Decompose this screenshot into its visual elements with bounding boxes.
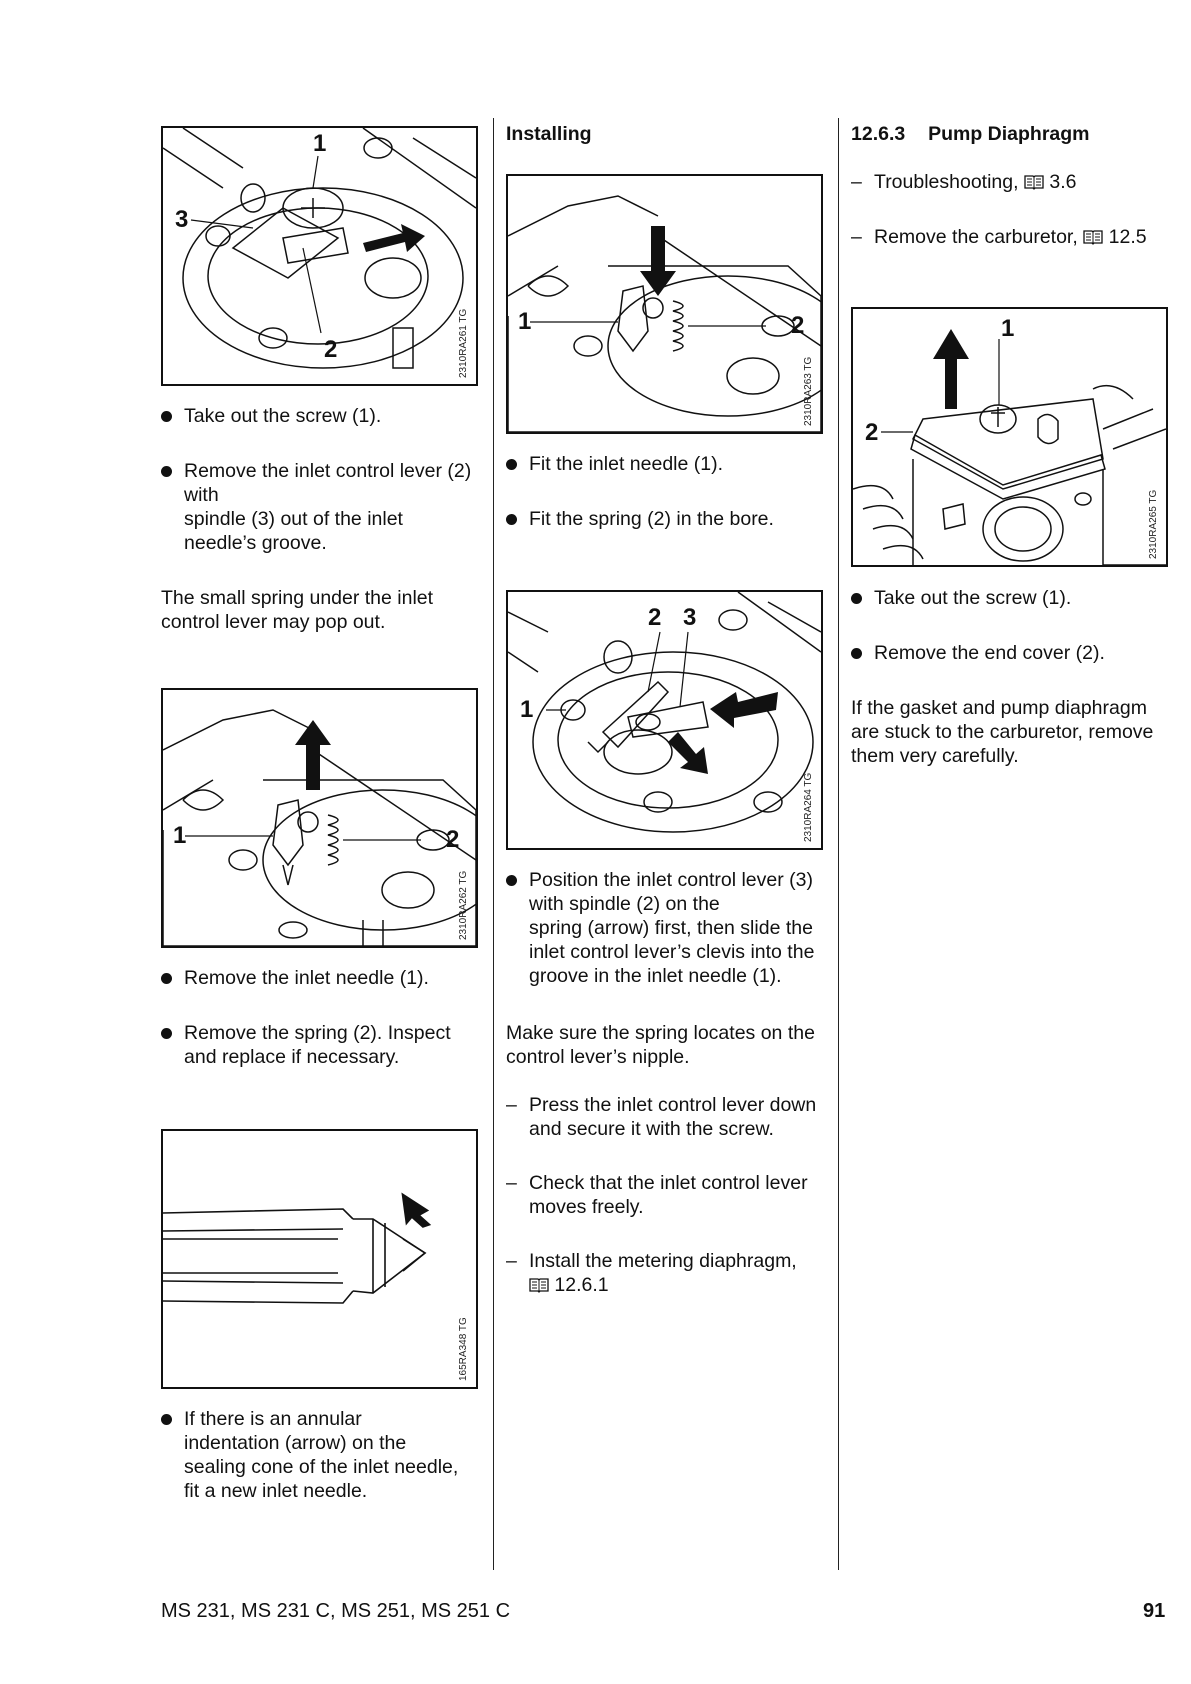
figure-end-cover: 1 2 2310RA265 TG [851, 307, 1168, 567]
callout-2: 2 [865, 419, 879, 446]
dash-press-lever: – Press the inlet control lever down and… [506, 1094, 817, 1140]
column-divider-left [493, 118, 494, 1570]
bullet [851, 593, 862, 604]
book-icon [529, 1278, 549, 1293]
callout-2: 2 [791, 312, 805, 339]
reference-line: 12.6.1 [529, 1273, 849, 1297]
footer-models: MS 231, MS 231 C, MS 251, MS 251 C [161, 1600, 511, 1622]
callout-3: 3 [175, 206, 189, 233]
bullet [506, 514, 517, 525]
dash-mark: – [506, 1094, 517, 1116]
callout-2: 2 [324, 336, 338, 363]
figure-inlet-needle-removal: 1 2 2310RA262 TG [161, 688, 478, 948]
step-remove-end-cover: Remove the end cover (2). [851, 641, 1191, 665]
step-position-lever: Position the inlet control lever (3) wit… [506, 868, 849, 988]
dash-remove-carburetor: – Remove the carburetor, 12.5 [851, 226, 1147, 248]
book-icon [1024, 175, 1044, 190]
dash-mark: – [851, 226, 862, 248]
dash-install-diaphragm: – Install the metering diaphragm, 12.6.1 [506, 1249, 849, 1297]
bullet [161, 973, 172, 984]
figure-code: 2310RA265 TG [1148, 489, 1159, 559]
column-divider-right [838, 118, 839, 1570]
section-heading-installing: Installing [506, 123, 592, 145]
illustration-needle-removal [163, 709, 476, 946]
step-take-out-screw-cover: Take out the screw (1). [851, 586, 1191, 610]
step-fit-inlet-needle: Fit the inlet needle (1). [506, 452, 849, 476]
dash-mark: – [506, 1250, 517, 1272]
bullet [161, 466, 172, 477]
figure-position-lever: 2 3 1 2310RA264 TG [506, 590, 823, 850]
section-heading-pump-diaphragm: 12.6.3 Pump Diaphragm [851, 123, 1090, 145]
callout-1: 1 [520, 696, 534, 723]
callout-1: 1 [313, 130, 327, 157]
illustration-end-cover [853, 329, 1166, 565]
dash-mark: – [851, 171, 862, 193]
figure-sealing-cone: 165RA348 TG [161, 1129, 478, 1389]
illustration-lever-removal [163, 128, 476, 369]
callout-1: 1 [1001, 315, 1015, 342]
figure-code: 2310RA262 TG [458, 870, 469, 940]
note-spring-nipple: Make sure the spring locates on the cont… [506, 1022, 815, 1068]
step-fit-spring: Fit the spring (2) in the bore. [506, 507, 849, 531]
figure-code: 2310RA264 TG [803, 772, 814, 842]
figure-fit-inlet-needle: 1 2 2310RA263 TG [506, 174, 823, 434]
callout-2: 2 [648, 604, 662, 631]
bullet [851, 648, 862, 659]
illustration-sealing-cone [163, 1192, 432, 1304]
bullet [161, 1414, 172, 1425]
illustration-fit-needle [508, 195, 821, 432]
page-number: 91 [1143, 1600, 1166, 1622]
figure-code: 2310RA263 TG [803, 356, 814, 426]
bullet [161, 1028, 172, 1039]
callout-1: 1 [173, 822, 187, 849]
figure-code: 2310RA261 TG [458, 308, 469, 378]
bullet [506, 459, 517, 470]
dash-troubleshooting: – Troubleshooting, 3.6 [851, 171, 1077, 193]
dash-check-lever: – Check that the inlet control lever mov… [506, 1172, 808, 1218]
callout-2: 2 [446, 826, 460, 853]
step-remove-spring: Remove the spring (2). Inspect and repla… [161, 1021, 504, 1069]
step-take-out-screw: Take out the screw (1). [161, 404, 504, 428]
dash-mark: – [506, 1172, 517, 1194]
callout-1: 1 [518, 308, 532, 335]
note-small-spring: The small spring under the inlet control… [161, 587, 434, 633]
book-icon [1083, 230, 1103, 245]
figure-code: 165RA348 TG [458, 1317, 469, 1381]
figure-inlet-lever-removal: 1 3 2 2310RA261 TG [161, 126, 478, 386]
illustration-position-lever [508, 592, 821, 833]
step-remove-inlet-needle: Remove the inlet needle (1). [161, 966, 504, 990]
bullet [506, 875, 517, 886]
bullet [161, 411, 172, 422]
callout-3: 3 [683, 604, 697, 631]
note-gasket-stuck: If the gasket and pump diaphragm are stu… [851, 697, 1154, 767]
step-annular-indentation: If there is an annular indentation (arro… [161, 1407, 504, 1503]
step-remove-inlet-lever: Remove the inlet control lever (2) with … [161, 459, 504, 555]
